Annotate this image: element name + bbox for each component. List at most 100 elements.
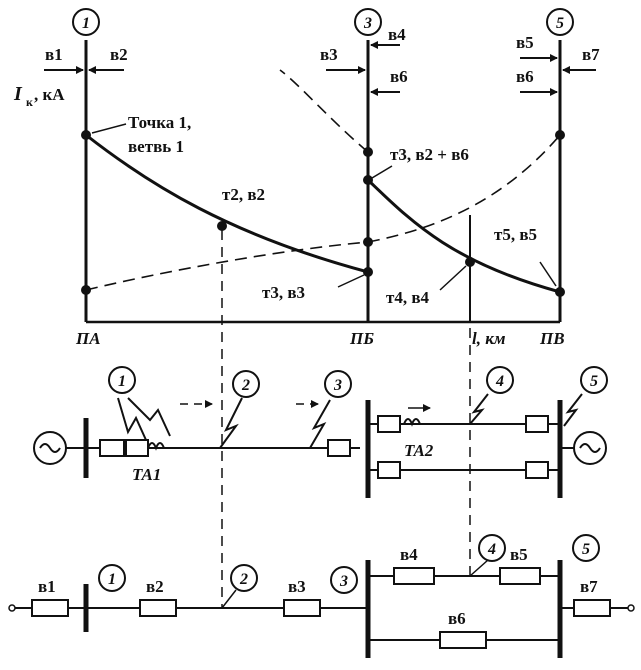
point-PB-t3v3 (363, 267, 373, 277)
y-label-unit: , кА (34, 85, 65, 104)
breaker-upper-left (377, 415, 401, 433)
bus-label-PV: ПВ (539, 329, 565, 348)
leader-t5 (539, 261, 557, 287)
point-PV-top (555, 130, 565, 140)
leader-t4 (439, 265, 467, 291)
eq-res-b6 (439, 631, 487, 649)
eq-label-b1: в1 (38, 577, 56, 596)
eq-res-b4 (393, 567, 435, 585)
eq-res-b2 (139, 599, 177, 617)
eq-node-circle-4 (478, 534, 506, 562)
y-axis-label: I к , кА (13, 83, 65, 109)
eq-label-b3: в3 (288, 577, 306, 596)
leader-point1 (91, 123, 127, 134)
eq-label-b7: в7 (580, 577, 598, 596)
label-TA1: TA1 (132, 465, 161, 484)
breaker-right-b (327, 439, 351, 457)
eq-res-b1 (31, 599, 69, 617)
generator-left-icon (39, 443, 61, 453)
terminal-left (8, 604, 16, 612)
node-circle-5-scheme (580, 366, 608, 394)
node-label-1-top: 1 (82, 15, 90, 32)
bus-label-PB: ПБ (349, 329, 374, 348)
breaker-lower-left (377, 461, 401, 479)
eq-label-b6: в6 (448, 609, 466, 628)
fault-3 (309, 399, 331, 449)
graph-points (81, 130, 565, 297)
leader-t3v3 (337, 274, 365, 288)
leader-t3v2v6 (371, 165, 393, 179)
node-label-3-top: 3 (363, 15, 372, 32)
point-t4 (465, 257, 475, 267)
label-t3-v2v6: т3, в2 + в6 (390, 145, 469, 164)
point-PB-top (363, 147, 373, 157)
fault-1b (127, 397, 171, 437)
breaker-ta1 (125, 439, 149, 457)
node-label-2-scheme: 2 (241, 377, 250, 394)
node-circle-1-top (72, 8, 100, 36)
equivalent-labels: в1 в2 в3 в4 в5 в6 в7 (38, 545, 598, 628)
top-labels: в1 в2 в3 в4 в6 в5 в6 в7 (45, 25, 600, 86)
dashed-curve-3 (279, 69, 369, 153)
bus-labels: ПА ПБ l, км ПВ (75, 329, 565, 348)
node-label-3-scheme: 3 (333, 377, 342, 394)
node-circle-1-scheme (108, 366, 136, 394)
label-t2: т2, в2 (222, 185, 265, 204)
eq-node-circle-2 (230, 564, 258, 592)
label-point1-line1: Точка 1, (128, 113, 191, 132)
point-PV-low (555, 287, 565, 297)
curve-branch-1 (85, 133, 369, 274)
label-v6: в6 (390, 67, 408, 86)
label-v5: в5 (516, 33, 534, 52)
node-circle-3-scheme (324, 370, 352, 398)
label-v2: в2 (110, 45, 128, 64)
label-t4: т4, в4 (386, 288, 430, 307)
eq-node-circle-3 (330, 566, 358, 594)
x-axis-label: l, км (472, 329, 506, 348)
eq-node-label-4: 4 (487, 541, 496, 558)
node-circle-5-top (546, 8, 574, 36)
breaker-lower-right (525, 461, 549, 479)
scheme-node-circles: 1 2 3 4 5 (108, 366, 608, 398)
label-t5: т5, в5 (494, 225, 537, 244)
eq-label-b5: в5 (510, 545, 528, 564)
curve-branch-5 (366, 178, 561, 294)
node-label-5-scheme: 5 (590, 373, 598, 390)
label-point1-line2: ветвь 1 (128, 137, 184, 156)
eq-res-b3 (283, 599, 321, 617)
fault-2 (219, 397, 243, 449)
ta1-coil (147, 442, 165, 451)
point-PA-low (81, 285, 91, 295)
label-t3-v3: т3, в3 (262, 283, 305, 302)
point-PB-mid (363, 237, 373, 247)
equivalent-circuit (8, 559, 635, 658)
label-v4: в4 (388, 25, 406, 44)
eq-node-circle-5 (572, 534, 600, 562)
point-PB-t3v2v6 (363, 175, 373, 185)
bus-label-PA: ПА (75, 329, 101, 348)
node-circle-4-scheme (486, 366, 514, 394)
dashed-curve-2 (367, 134, 561, 243)
eq-node-label-3: 3 (339, 573, 348, 590)
node-circle-3-top (354, 8, 382, 36)
generator-right-icon (579, 443, 601, 453)
node-label-1-scheme: 1 (118, 373, 126, 390)
label-TA2: TA2 (404, 441, 434, 460)
eq-node-label-1: 1 (108, 571, 116, 588)
y-label-I: I (13, 83, 23, 105)
point-1 (81, 130, 91, 140)
network-scheme (33, 393, 607, 498)
eq-node-circle-1 (98, 564, 126, 592)
node-label-5-top: 5 (556, 15, 564, 32)
top-node-circles: 1 3 5 (72, 8, 574, 36)
label-v1: в1 (45, 45, 63, 64)
top-arrows (44, 41, 596, 96)
label-v3: в3 (320, 45, 338, 64)
point-t2 (217, 221, 227, 231)
eq-leader-4 (469, 559, 489, 577)
ta2-coil (403, 418, 421, 427)
node-label-4-scheme: 4 (495, 373, 504, 390)
terminal-right (627, 604, 635, 612)
label-v7: в7 (582, 45, 600, 64)
